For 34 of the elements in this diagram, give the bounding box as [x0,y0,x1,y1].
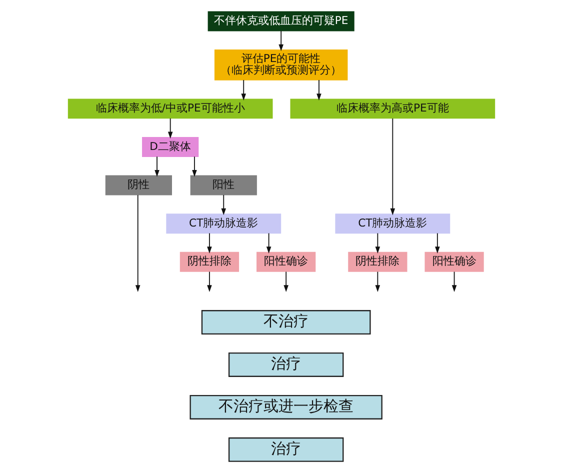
node-box: 不伴休克或低血压的可疑PE [207,11,354,32]
arrow [283,271,288,292]
node-box: 阳性确诊 [424,252,484,272]
node-box: 阳性 [190,175,256,196]
arrow [434,232,440,254]
node-box: 阴性 [104,175,172,196]
node-box: 治疗 [228,352,344,377]
arrow [266,232,271,254]
arrow [316,80,321,100]
node-box: 不治疗 [200,310,370,334]
node-box: D二聚体 [142,137,198,157]
node-box: 临床概率为高或PE可能 [290,98,495,119]
arrow [154,156,159,177]
node-box: 阴性排除 [348,252,407,272]
arrow [240,80,246,100]
arrow [206,271,212,292]
arrow [206,232,212,254]
arrow [390,118,395,216]
node-box: 治疗 [228,437,344,462]
arrow [451,271,456,292]
node-box: 不治疗或进一步检查 [189,394,382,420]
node-box: CT肺动脉造影 [166,214,281,234]
arrow [374,232,380,254]
node-box: 评估PE的可能性 （临床判断或预测评分） [214,50,348,80]
arrow [220,194,226,216]
node-box: CT肺动脉造影 [334,214,450,234]
arrow [167,118,172,139]
node-box: 阳性确诊 [256,252,316,272]
node-box: 阴性排除 [179,252,239,272]
arrow [374,271,380,292]
node-box: 临床概率为低/中或PE可能性小 [67,98,272,119]
arrow [192,156,196,177]
arrow [278,30,283,52]
arrow [134,194,140,292]
